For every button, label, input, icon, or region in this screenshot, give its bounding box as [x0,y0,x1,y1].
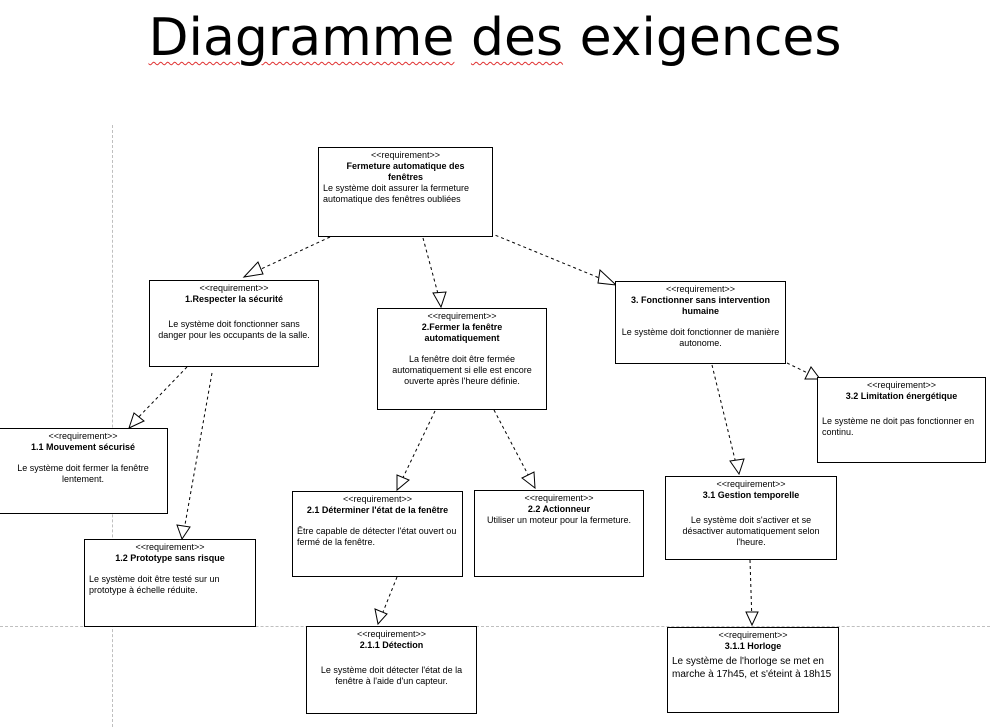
horizontal-guide-line [0,626,990,627]
arrowhead-root-r2 [432,291,447,309]
arrowhead-r3-r32 [804,366,821,380]
arrowhead-r1-r12 [176,524,191,541]
requirement-3-1: <<requirement>> 3.1 Gestion temporelle L… [665,476,837,560]
link-r1-r11 [129,366,188,427]
arrowhead-root-r1 [242,261,264,278]
requirement-text: Utiliser un moteur pour la fermeture. [486,515,632,525]
requirement-2: <<requirement>> 2.Fermer la fenêtre auto… [377,308,547,410]
requirement-text: Le système doit être testé sur un protot… [89,574,220,595]
requirement-name: 3.1.1 Horloge [724,641,782,651]
requirement-1-1: <<requirement>> 1.1 Mouvement sécurisé L… [0,428,168,514]
link-r2-r22 [493,409,535,487]
requirement-name: 3.2 Limitation énergétique [845,391,958,401]
arrowhead-r21-r211 [374,608,388,626]
stereotype-label: <<requirement>> [370,150,441,160]
stereotype-label: <<requirement>> [356,629,427,639]
link-root-r3 [489,232,615,285]
requirement-text: Le système doit fonctionner sans danger … [158,319,310,340]
requirement-3-1-1: <<requirement>> 3.1.1 Horloge Le système… [667,627,839,713]
link-r21-r211 [378,576,398,623]
arrowhead-r2-r22 [521,471,536,490]
arrowhead-r1-r11 [128,412,145,429]
stereotype-label: <<requirement>> [48,431,118,441]
requirement-name: 2.Fermer la fenêtre automatiquement [421,322,503,343]
stereotype-label: <<requirement>> [342,494,413,504]
requirement-text: Être capable de détecter l'état ouvert o… [297,526,457,547]
title-word-exigences: exigences [579,8,842,68]
link-r3-r31 [711,364,739,473]
stereotype-label: <<requirement>> [199,283,269,293]
title-word-diagramme: Diagramme [148,8,455,68]
stereotype-label: <<requirement>> [866,380,937,390]
requirement-text: Le système doit fermer la fenêtre lentem… [17,463,149,484]
requirement-text: Le système ne doit pas fonctionner en co… [822,416,975,437]
requirement-text: Le système doit fonctionner de manière a… [621,327,780,348]
link-r2-r21 [397,410,436,489]
stereotype-label: <<requirement>> [524,493,594,503]
requirement-root: <<requirement>> Fermeture automatique de… [318,147,493,237]
title-word-des: des [470,8,564,68]
arrowhead-r31-r311 [745,611,759,627]
requirement-text: La fenêtre doit être fermée automatiquem… [392,354,532,386]
slide-title: Diagramme des exigences [0,0,990,78]
requirement-1: <<requirement>> 1.Respecter la sécurité … [149,280,319,367]
arrowhead-r3-r31 [729,458,745,476]
requirement-name: 3.1 Gestion temporelle [702,490,800,500]
requirement-name: 3. Fonctionner sans intervention humaine [630,295,771,316]
requirement-name: 2.2 Actionneur [527,504,591,514]
requirement-name: Fermeture automatique des fenêtres [346,161,465,182]
requirement-3-2: <<requirement>> 3.2 Limitation énergétiq… [817,377,986,463]
requirement-2-1: <<requirement>> 2.1 Déterminer l'état de… [292,491,463,577]
requirement-name: 1.1 Mouvement sécurisé [30,442,136,452]
stereotype-label: <<requirement>> [135,542,205,552]
arrowhead-r2-r21 [396,474,410,492]
requirement-text: Le système doit assurer la fermeture aut… [323,183,470,204]
stereotype-label: <<requirement>> [427,311,497,321]
requirement-name: 1.2 Prototype sans risque [115,553,225,563]
requirement-2-1-1: <<requirement>> 2.1.1 Détection Le systè… [306,626,477,714]
requirement-text: Le système de l'horloge se met en marche… [672,656,832,680]
arrowhead-root-r3 [597,268,618,286]
requirement-3: <<requirement>> 3. Fonctionner sans inte… [615,281,786,364]
requirement-name: 1.Respecter la sécurité [184,294,284,304]
requirement-2-2: <<requirement>> 2.2 Actionneur Utiliser … [474,490,644,577]
stereotype-label: <<requirement>> [665,284,736,294]
requirement-text: Le système doit s'activer et se désactiv… [682,515,820,547]
requirement-name: 2.1 Déterminer l'état de la fenêtre [306,505,449,515]
vertical-guide-line [112,125,113,727]
link-r1-r12 [182,372,213,537]
stereotype-label: <<requirement>> [718,630,788,640]
link-r31-r311 [749,559,753,624]
stereotype-label: <<requirement>> [716,479,786,489]
requirement-text: Le système doit détecter l'état de la fe… [320,665,463,686]
requirement-1-2: <<requirement>> 1.2 Prototype sans risqu… [84,539,256,627]
requirement-name: 2.1.1 Détection [359,640,424,650]
